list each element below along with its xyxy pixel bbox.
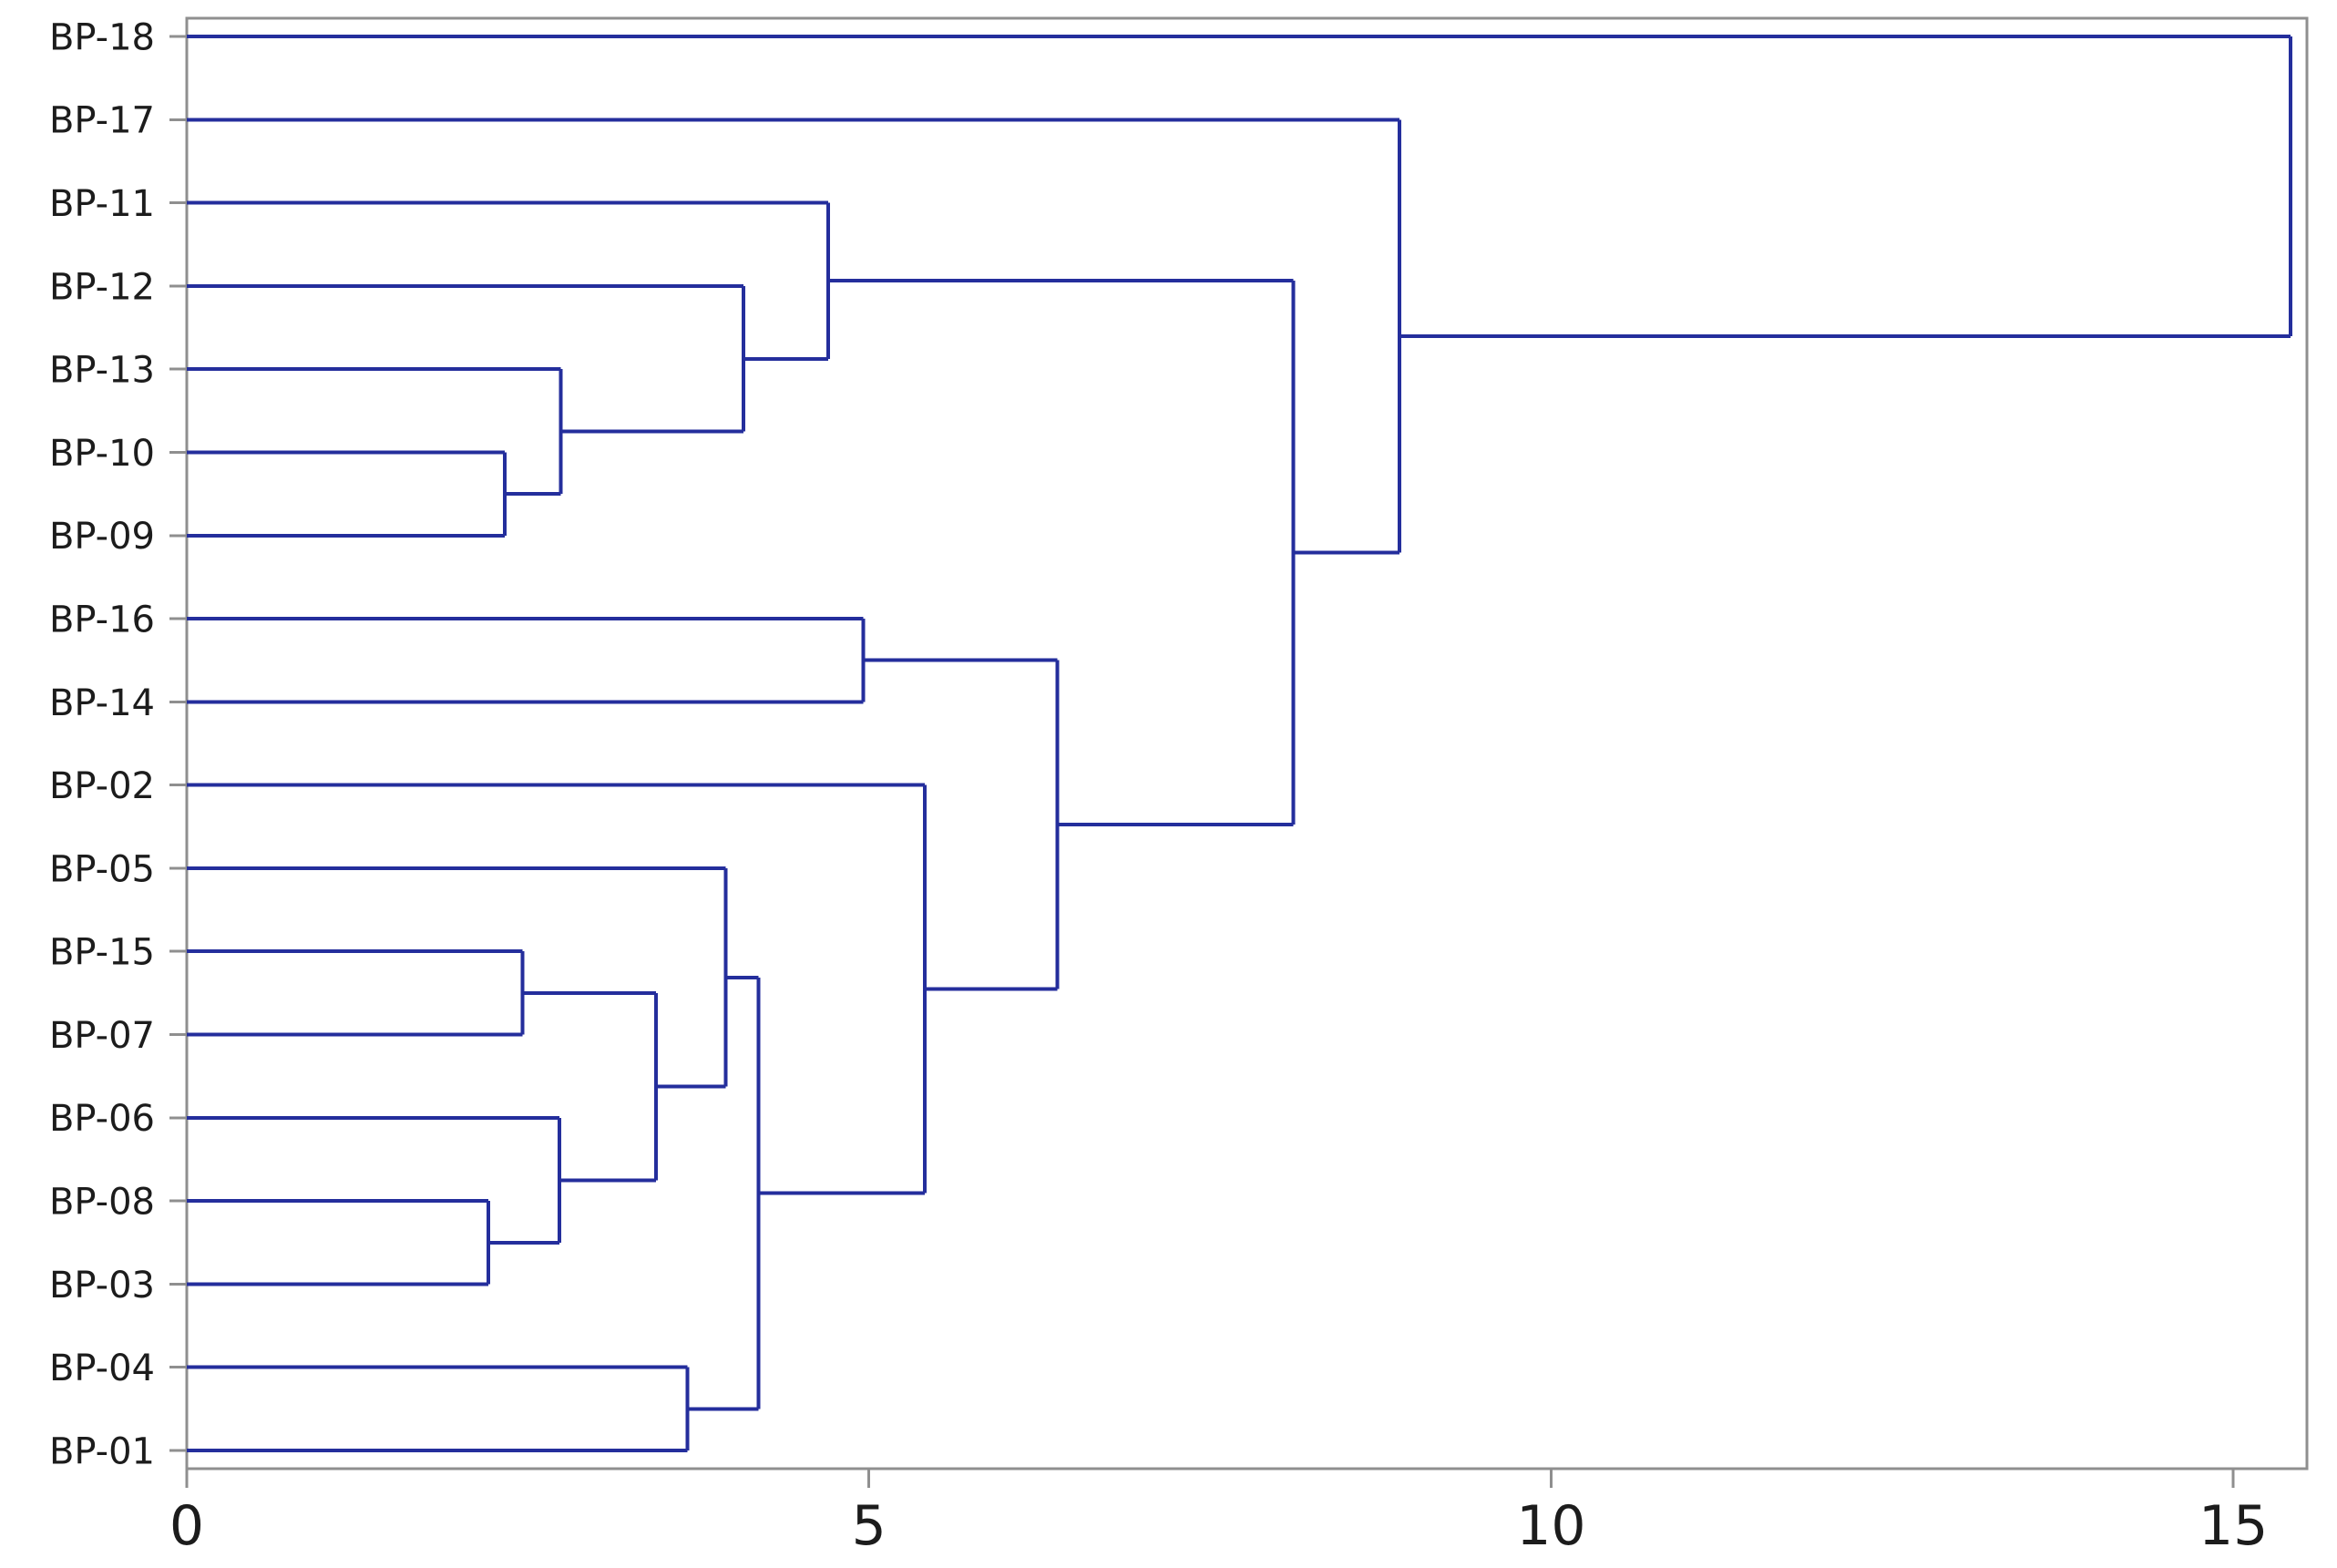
leaf-label-bp-06: BP-06 xyxy=(49,1098,155,1140)
x-axis-tick-label-5: 5 xyxy=(852,1494,887,1558)
leaf-label-bp-10: BP-10 xyxy=(49,433,155,475)
leaf-label-bp-09: BP-09 xyxy=(49,516,155,558)
plot-frame xyxy=(185,16,2309,1471)
leaf-label-bp-17: BP-17 xyxy=(49,100,155,142)
leaf-label-bp-12: BP-12 xyxy=(49,266,155,308)
leaf-label-bp-03: BP-03 xyxy=(49,1265,155,1307)
leaf-label-bp-08: BP-08 xyxy=(49,1182,155,1224)
leaf-label-bp-01: BP-01 xyxy=(49,1430,155,1472)
x-axis-tick-label-10: 10 xyxy=(1516,1494,1585,1558)
leaf-label-bp-07: BP-07 xyxy=(49,1015,155,1057)
leaf-label-bp-18: BP-18 xyxy=(49,16,155,58)
leaf-label-bp-04: BP-04 xyxy=(49,1348,155,1389)
leaf-label-bp-15: BP-15 xyxy=(49,932,155,974)
leaf-label-bp-14: BP-14 xyxy=(49,682,155,724)
leaf-label-bp-13: BP-13 xyxy=(49,350,155,392)
leaf-label-bp-16: BP-16 xyxy=(49,599,155,641)
leaf-label-bp-05: BP-05 xyxy=(49,848,155,890)
leaf-label-bp-11: BP-11 xyxy=(49,183,155,225)
x-axis-tick-label-0: 0 xyxy=(169,1494,204,1558)
leaf-label-bp-02: BP-02 xyxy=(49,765,155,807)
x-axis-tick-label-15: 15 xyxy=(2199,1494,2268,1558)
